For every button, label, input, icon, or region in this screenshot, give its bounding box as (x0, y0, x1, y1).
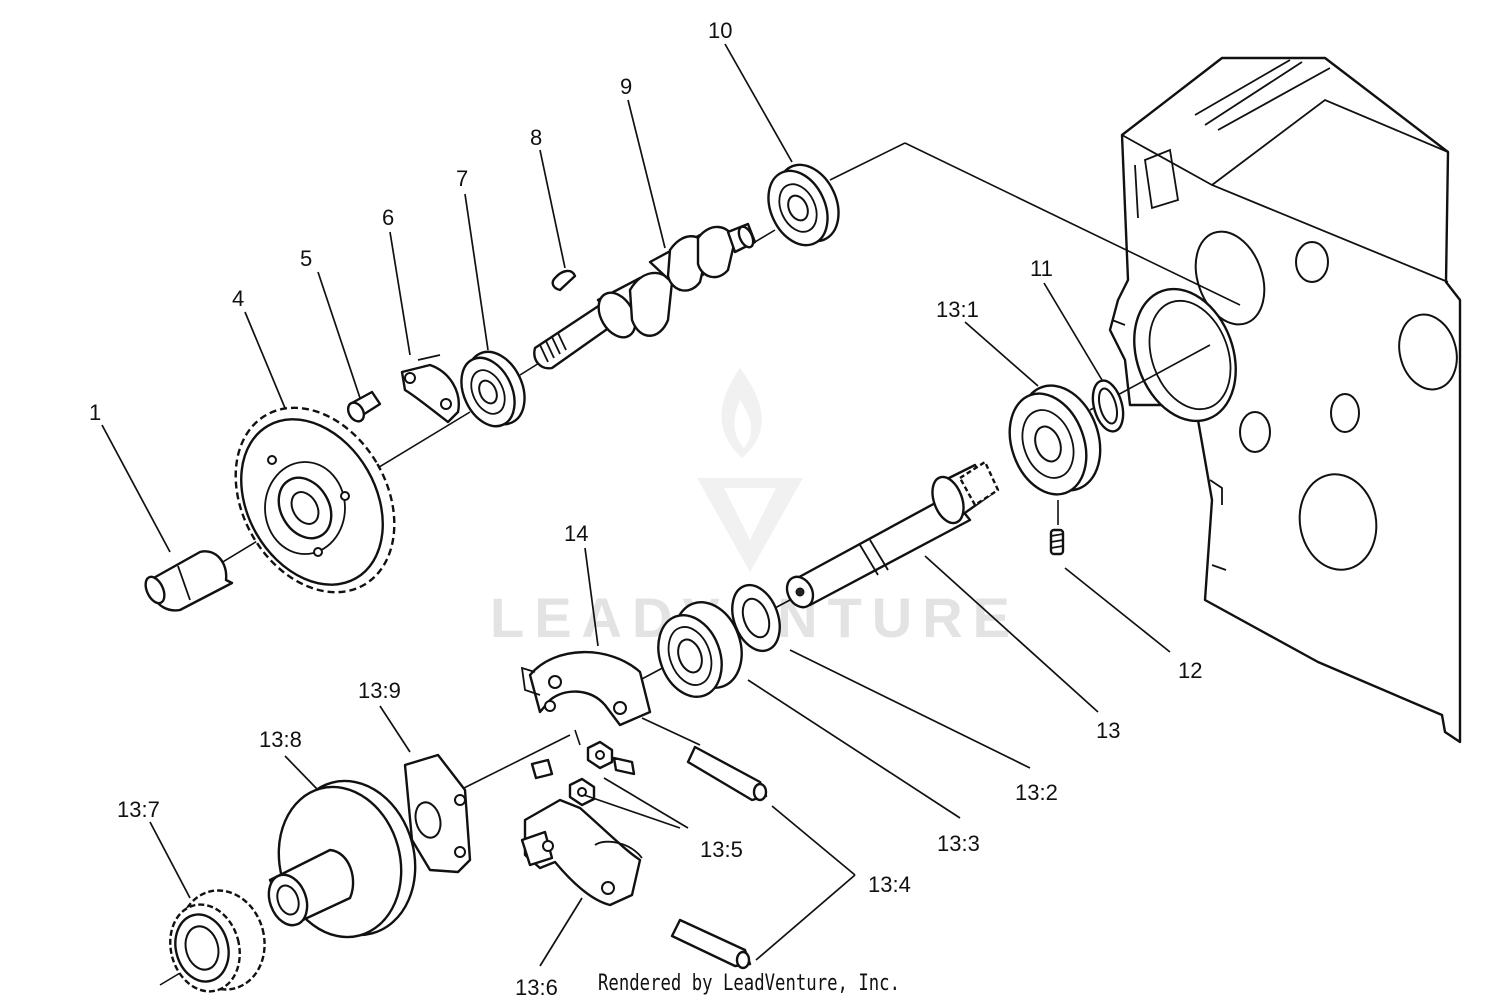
callout-5: 5 (300, 246, 312, 271)
part-11-snap-ring (1091, 379, 1125, 433)
leader-lines (101, 43, 1171, 967)
callout-1: 1 (89, 400, 101, 425)
callout-11: 11 (1030, 256, 1053, 281)
part-13-8-flyweight-housing (267, 779, 417, 939)
part-12-set-screw (1049, 528, 1065, 556)
footer-credit: Rendered by LeadVenture, Inc. (598, 971, 900, 996)
engine-block (1108, 56, 1462, 744)
callout-13-8: 13:8 (259, 727, 302, 752)
callout-6: 6 (382, 205, 394, 230)
callout-13-6: 13:6 (515, 975, 558, 1000)
part-13-3-sleeve (657, 601, 743, 698)
callout-7: 7 (456, 166, 468, 191)
callout-14: 14 (564, 521, 588, 546)
part-4-spur-gear (234, 406, 396, 594)
callout-13-3: 13:3 (937, 831, 980, 856)
callout-13-2: 13:2 (1015, 780, 1058, 805)
part-13-1-ball-bearing (1008, 384, 1102, 496)
callout-12: 12 (1178, 658, 1202, 683)
part-5-bolt (346, 390, 382, 423)
callout-8: 8 (530, 125, 542, 150)
part-13-9-bracket (403, 753, 472, 874)
part-13-7-spur-gear (169, 889, 266, 993)
part-7-ball-bearing (460, 350, 526, 428)
part-13-governor-shaft (785, 460, 1000, 609)
part-6-retainer-plate (400, 354, 460, 424)
callout-13-5: 13:5 (700, 837, 743, 862)
part-10-ball-bearing (767, 163, 840, 247)
part-8-woodruff-key (551, 269, 577, 292)
callout-13-9: 13:9 (358, 678, 401, 703)
part-13-5-nuts (530, 740, 636, 807)
callout-9: 9 (620, 74, 632, 99)
callout-4: 4 (232, 286, 244, 311)
callout-13: 13 (1096, 718, 1120, 743)
part-1-shaft-end-cap (144, 550, 234, 612)
callout-10: 10 (708, 18, 732, 43)
leadventure-logo-icon (697, 368, 803, 572)
callout-13-1: 13:1 (936, 297, 979, 322)
callout-13-7: 13:7 (117, 797, 160, 822)
part-14-weight-holder (520, 650, 652, 727)
callout-13-4: 13:4 (868, 872, 911, 897)
callout-labels: 1 4 5 6 7 8 9 10 11 12 13 13:1 13:2 13:3… (89, 18, 1202, 1000)
part-13-6-weight-holder (520, 798, 643, 907)
part-13-4-pins (670, 745, 768, 970)
part-9-camshaft (533, 222, 757, 370)
